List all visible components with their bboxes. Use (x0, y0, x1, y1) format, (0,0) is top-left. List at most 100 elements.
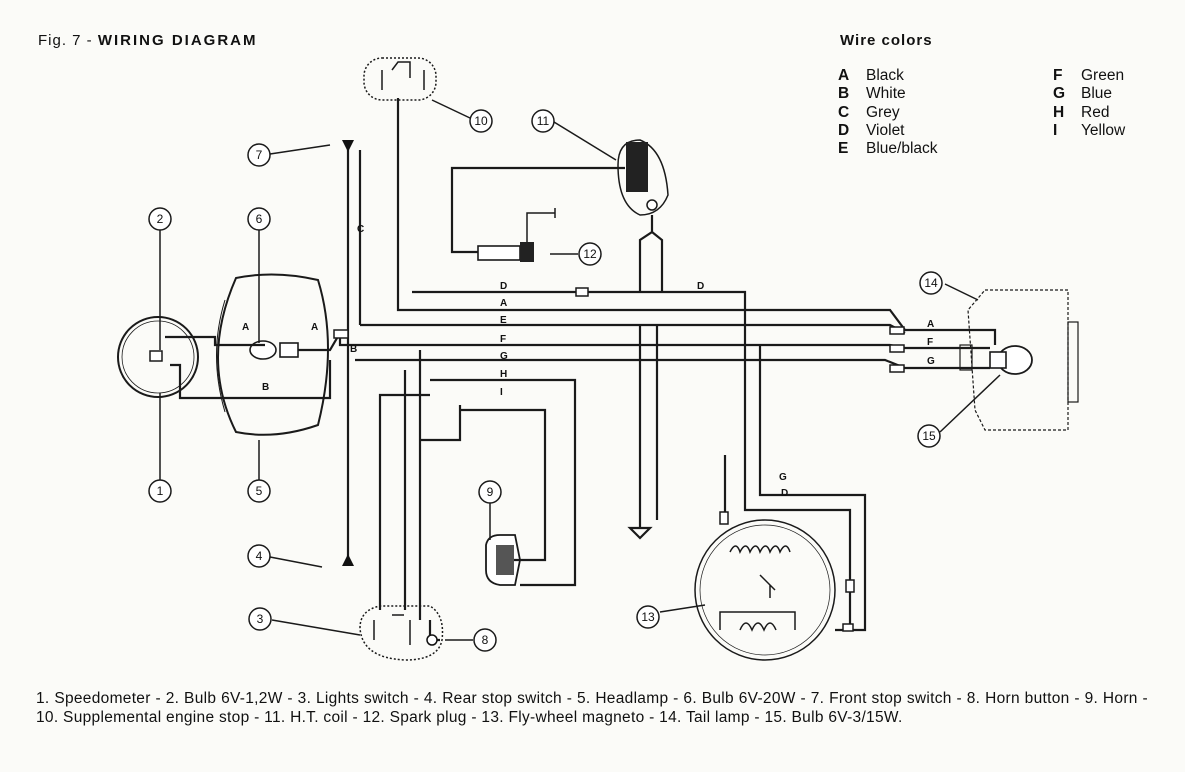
legend-color: Grey (866, 103, 900, 121)
callout-4: 4 (247, 544, 271, 568)
wire-coil-a (638, 215, 654, 292)
legend-color: Red (1081, 103, 1110, 121)
front-stop-switch (342, 140, 354, 152)
wire-label: D (697, 281, 704, 292)
horn-button (426, 634, 438, 646)
svg-text:4: 4 (256, 549, 263, 563)
wire-label: F (500, 334, 506, 345)
wire-label: A (500, 298, 507, 309)
legend-letter: E (838, 140, 849, 158)
callout-3: 3 (248, 607, 272, 631)
wire-label: B (262, 382, 269, 393)
rear-stop-switch (342, 554, 354, 566)
callout-9: 9 (478, 480, 502, 504)
legend-title: Wire colors (840, 32, 933, 49)
legend-color: Violet (866, 121, 905, 139)
legend-color: Green (1081, 67, 1125, 84)
svg-text:2: 2 (157, 212, 164, 226)
svg-text:3: 3 (257, 612, 264, 626)
wire-label: F (927, 337, 933, 348)
wire-label: C (357, 224, 364, 235)
callout-12: 12 (578, 242, 602, 266)
callout-8: 8 (473, 628, 497, 652)
wire-bundle (165, 98, 997, 642)
tail-lamp (959, 289, 1079, 431)
headlamp-bulb (249, 340, 299, 360)
svg-text:15: 15 (922, 429, 936, 443)
ground-lead (627, 325, 653, 540)
svg-text:8: 8 (482, 633, 489, 647)
svg-text:1: 1 (157, 484, 164, 498)
figure-name: WIRING DIAGRAM (97, 32, 258, 49)
legend-color: Blue (1081, 85, 1113, 103)
callout-11: 11 (531, 109, 555, 133)
callout-14: 14 (919, 271, 943, 295)
legend-color: White (866, 85, 906, 103)
legend-letter: H (1053, 103, 1065, 121)
wire-switch-feed (378, 393, 430, 610)
svg-text:10: 10 (474, 114, 488, 128)
legend-column-left: A Black B White C Grey D Violet E Blue/black (838, 67, 938, 158)
wire-label: G (927, 356, 935, 367)
callout-leaders (159, 99, 1001, 641)
wire-label: I (500, 387, 503, 398)
legend-letter: I (1053, 121, 1058, 139)
wire-horn-feed (430, 378, 577, 587)
callout-2: 2 (148, 207, 172, 231)
legend-color: Black (866, 67, 904, 84)
svg-text:13: 13 (641, 610, 655, 624)
wire-label: A (311, 322, 318, 333)
legend-entry: H Red (1053, 104, 1125, 122)
callout-7: 7 (247, 143, 271, 167)
wire-coil-b (651, 231, 664, 292)
legend-letter: D (838, 121, 850, 139)
connectors (333, 287, 905, 632)
legend-letter: B (838, 85, 850, 103)
wire-label: A (242, 322, 249, 333)
parts-caption: 1. Speedometer - 2. Bulb 6V-1,2W - 3. Li… (36, 690, 1148, 726)
legend-entry: I Yellow (1053, 122, 1125, 140)
wire-a-black (396, 98, 997, 345)
wire-label: A (927, 319, 934, 330)
callout-1: 1 (148, 479, 172, 503)
svg-text:11: 11 (537, 114, 550, 128)
wire-label: D (781, 488, 788, 499)
wire-a-speedo (165, 335, 265, 347)
wiring-diagram: D A E F G H I A B B A F G C A D G D (117, 57, 1079, 661)
svg-text:14: 14 (924, 276, 938, 290)
legend-entry: E Blue/black (838, 140, 938, 158)
figure-number: Fig. 7 - (38, 32, 93, 49)
lights-switch (359, 605, 444, 661)
legend-entry: C Grey (838, 104, 938, 122)
wire-label: E (500, 315, 507, 326)
ht-coil (617, 139, 669, 216)
legend-letter: G (1053, 85, 1066, 103)
wire-label: D (500, 281, 507, 292)
figure-title: Fig. 7 - WIRING DIAGRAM (38, 32, 258, 49)
spark-plug (477, 208, 556, 262)
wire-label: G (779, 472, 787, 483)
wire-g-magneto (758, 345, 867, 632)
svg-text:5: 5 (256, 484, 263, 498)
callout-10: 10 (469, 109, 493, 133)
wire-b-white (170, 360, 332, 400)
svg-text:9: 9 (487, 485, 494, 499)
legend-letter: C (838, 103, 850, 121)
legend-entry: B White (838, 85, 938, 103)
flywheel-magneto (694, 519, 836, 661)
svg-text:7: 7 (256, 148, 263, 162)
legend-color: Blue/black (866, 140, 938, 158)
legend-color: Yellow (1081, 121, 1126, 139)
speedometer (117, 316, 199, 398)
callout-6: 6 (247, 207, 271, 231)
wire-d-violet (412, 290, 852, 625)
headlamp (216, 273, 329, 436)
legend-letter: A (838, 67, 850, 84)
callouts: 1 2 3 4 5 6 7 8 9 10 11 12 13 14 15 (148, 109, 943, 652)
wire-horn-switch (460, 408, 547, 562)
tail-bulb (989, 345, 1033, 375)
svg-text:12: 12 (583, 247, 597, 261)
wire-e (360, 323, 906, 334)
